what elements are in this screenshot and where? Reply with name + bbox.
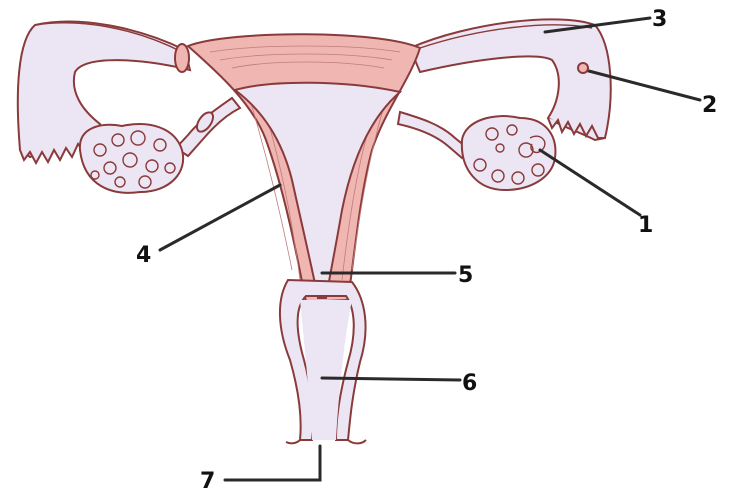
label-6: 6 <box>462 371 477 396</box>
ovum-pointer <box>578 63 588 73</box>
vaginal-opening-right <box>348 440 366 443</box>
leader-line-6 <box>322 378 460 380</box>
leader-line-1 <box>540 150 640 215</box>
leader-line-4 <box>160 185 280 250</box>
label-2: 2 <box>702 93 717 118</box>
label-1: 1 <box>638 213 653 238</box>
label-7: 7 <box>200 469 215 491</box>
label-4: 4 <box>136 243 151 268</box>
left-ligament-ring <box>194 110 216 135</box>
right-ovarian-ligament <box>398 112 470 158</box>
label-3: 3 <box>652 7 667 32</box>
leader-line-7 <box>225 446 320 480</box>
label-5: 5 <box>458 263 473 288</box>
left-tube-ring <box>175 44 189 72</box>
vaginal-opening-left <box>286 440 300 443</box>
uterine-cavity <box>235 83 400 298</box>
